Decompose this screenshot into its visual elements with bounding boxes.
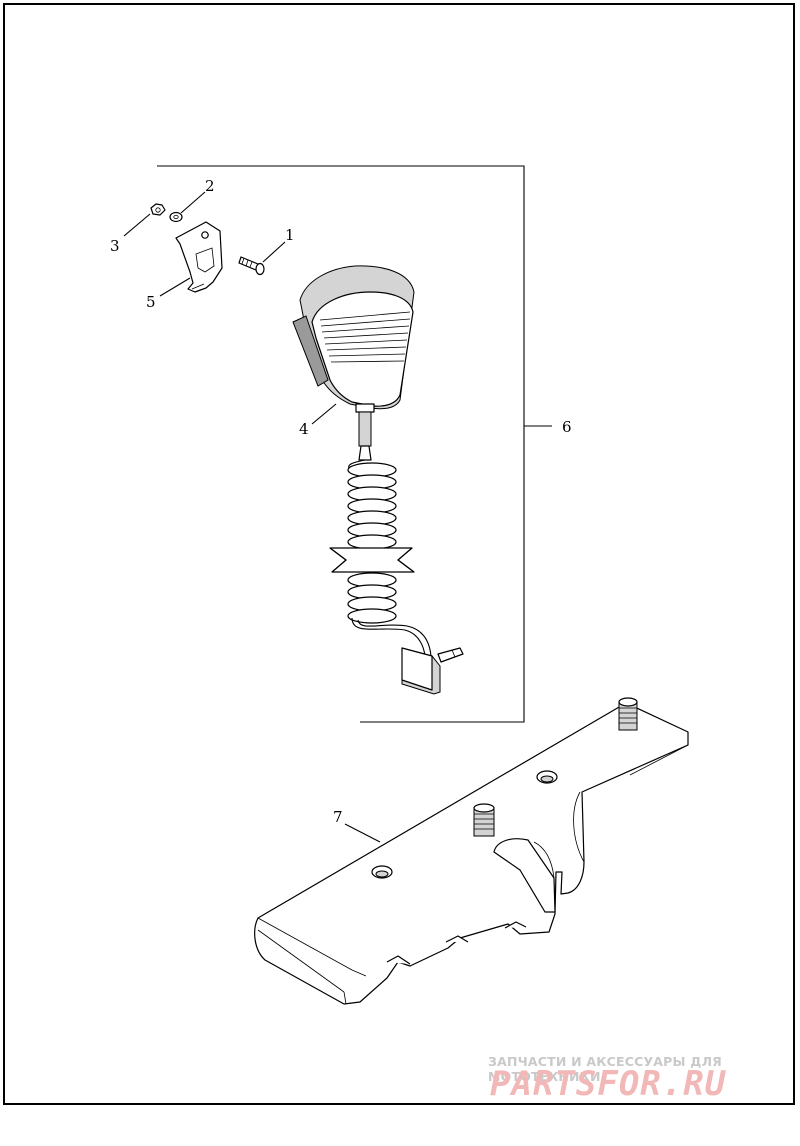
kit-bracket-6: [157, 165, 552, 723]
watermark-tagline: ЗАПЧАСТИ И АКСЕССУАРЫ ДЛЯ МОТОТЕХНИКИ: [488, 1054, 722, 1084]
callout-1: 1: [285, 226, 295, 244]
watermark-logo: PARTSFOR.RU: [490, 1064, 727, 1104]
washer-part-2: [169, 211, 183, 223]
leader-line-7: [344, 823, 381, 843]
connector-plug: [401, 647, 464, 695]
mounting-bracket-part-7: [254, 697, 689, 1005]
screw-part-1: [238, 256, 265, 276]
hanger-clip-part-5: [175, 221, 223, 293]
callout-3: 3: [110, 237, 120, 255]
microphone-part-4: [292, 265, 415, 461]
leader-line-4: [311, 403, 337, 425]
nut-part-3: [150, 203, 166, 216]
leader-line-5: [159, 277, 191, 297]
callout-2: 2: [205, 177, 215, 195]
callout-7: 7: [333, 808, 343, 826]
stud-left: [473, 803, 495, 837]
diagram-frame: [3, 3, 795, 1105]
leader-line-2: [180, 191, 206, 214]
callout-5: 5: [146, 293, 156, 311]
stud-right: [618, 697, 638, 731]
coiled-cord: [329, 459, 432, 657]
leader-line-1: [262, 241, 286, 263]
callout-4: 4: [299, 420, 309, 438]
callout-6: 6: [562, 418, 572, 436]
leader-line-3: [123, 213, 151, 237]
